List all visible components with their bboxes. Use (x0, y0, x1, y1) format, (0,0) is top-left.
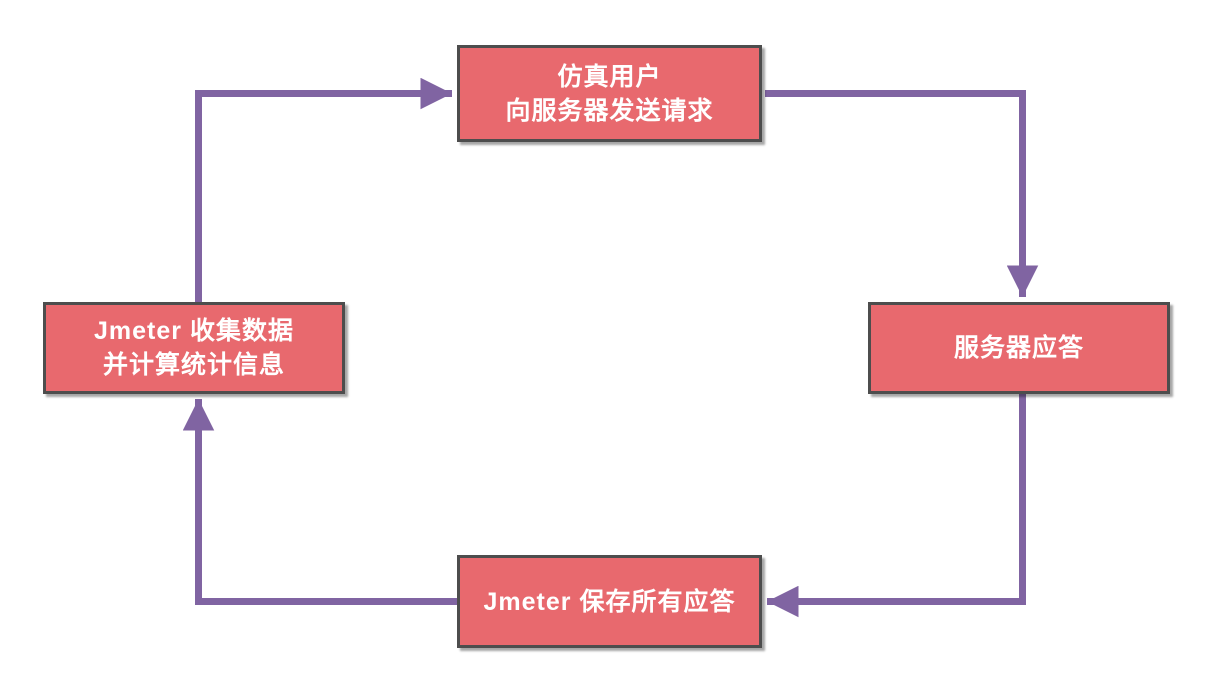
arrow-top-to-right (765, 90, 1039, 297)
arrow-bottom-to-left (182, 399, 457, 605)
node-server-response: 服务器应答 (868, 302, 1170, 394)
node-label-line: Jmeter 收集数据 (94, 317, 294, 345)
arrow-right-to-bottom (767, 394, 1026, 618)
node-jmeter-save-responses: Jmeter 保存所有应答 (457, 555, 762, 648)
arrow-left-to-top (195, 77, 452, 302)
node-label-line: Jmeter 保存所有应答 (483, 587, 736, 616)
node-label-line: 仿真用户 (557, 62, 662, 91)
node-label-line: 服务器应答 (953, 334, 1084, 362)
node-simulated-user-request: 仿真用户 向服务器发送请求 (457, 45, 762, 142)
node-jmeter-collect-stats: Jmeter 收集数据 并计算统计信息 (43, 302, 345, 394)
node-label-line: 向服务器发送请求 (505, 96, 714, 125)
node-label-line: 并计算统计信息 (102, 351, 285, 379)
